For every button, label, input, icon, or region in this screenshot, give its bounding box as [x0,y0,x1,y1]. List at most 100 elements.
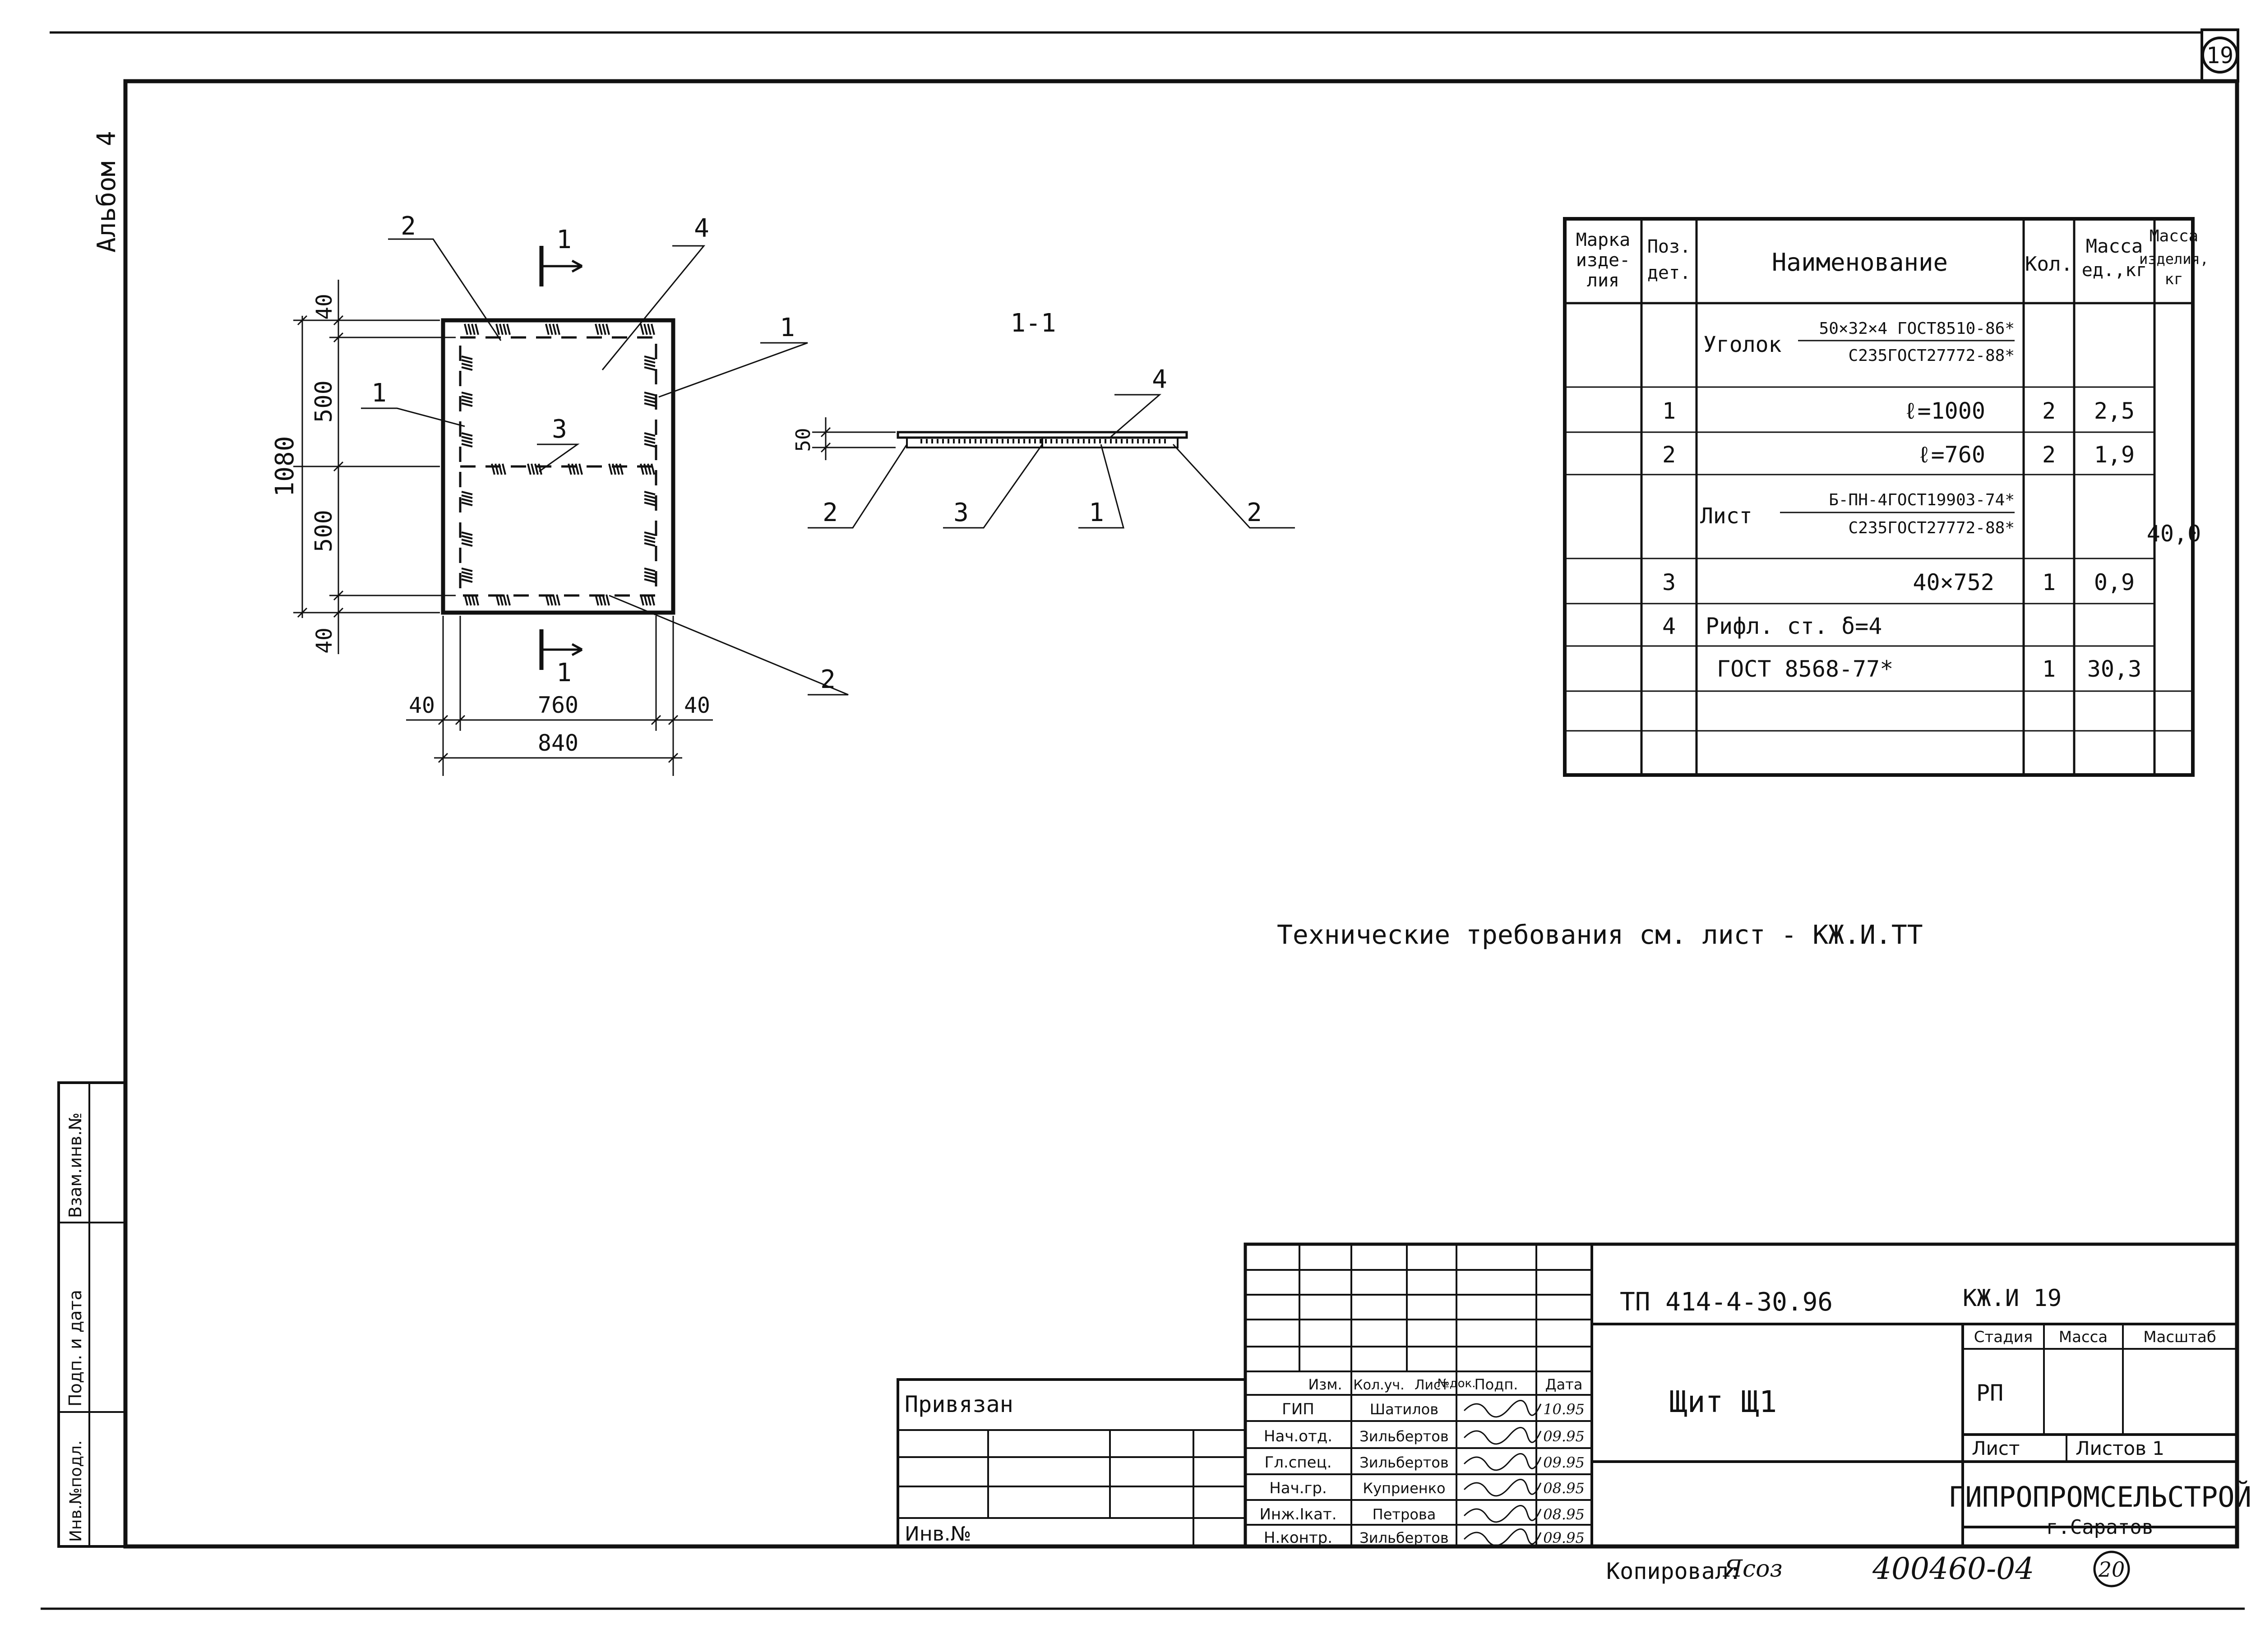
r4-prefix: Лист [1700,503,1752,529]
col-kolich: Кол.уч. [1353,1377,1404,1393]
hdr-pos-1: Поз. [1647,236,1691,257]
sec-callout-4: 4 [1152,365,1167,394]
sec-callout-2-left: 2 [823,498,838,527]
dim-40-right: 40 [684,693,710,718]
callout-1-right: 1 [780,313,795,342]
signer-role: Инж.Iкат. [1259,1505,1336,1523]
sign-date: 09.95 [1543,1529,1585,1546]
inv-label: Инв.№ [905,1523,971,1546]
sign-date: 10.95 [1543,1401,1585,1418]
r1-prefix: Уголок [1703,332,1781,357]
col-izm: Изм. [1308,1376,1342,1393]
sheets-label: Листов 1 [2076,1437,2164,1459]
hdr-item-mass-1: Масса [2150,227,2198,245]
bottom-sheet-number: 20 [2098,1557,2125,1582]
signer-name: Зильбертов [1359,1529,1448,1546]
r7-qty: 1 [2042,656,2056,682]
dim-500-top: 500 [310,380,337,423]
signature-scribble [1463,1427,1542,1445]
sheet-label: Лист [1972,1437,2020,1459]
dim-lines-bottom [406,616,713,776]
tech-note: Технические требования см. лист - КЖ.И.Т… [1277,919,1923,950]
section-leaders [808,394,1295,529]
hdr-item-mass-3: кг [2165,270,2183,288]
col-ndok: №док. [1438,1377,1476,1390]
hdr-pos-2: дет. [1647,263,1691,283]
attached-label: Привязан [905,1391,1013,1417]
r2-mass: 2,5 [2094,398,2135,424]
plan-leaders [361,238,849,696]
hdr-unit-mass-1: Масса [2086,235,2143,257]
signer-role: Нач.отд. [1264,1427,1332,1445]
spec-table: Марка изде- лия Поз. дет. Наименование К… [1563,217,2209,777]
dim-1080: 1080 [270,436,300,497]
sheet-number: 19 [2206,42,2233,69]
r4-num: Б-ПН-4ГОСТ19903-74* [1829,491,2015,509]
sign-date: 09.95 [1543,1428,1585,1445]
signature-scribble [1463,1528,1542,1546]
r2-name: ℓ=1000 [1904,398,1985,424]
signer-name: Зильбертов [1359,1428,1448,1445]
sign-date: 08.95 [1543,1506,1585,1523]
r5-name: 40×752 [1913,569,1994,595]
r1-den: С235ГОСТ27772-88* [1849,346,2015,365]
archive-code: 400460-04 [1872,1551,2034,1586]
hidden-angle-frame [459,336,657,597]
r1-num: 50×32×4 ГОСТ8510-86* [1819,319,2015,338]
dim-40-top: 40 [312,294,337,320]
r6-pos: 4 [1662,613,1676,639]
signature-scribble [1463,1400,1542,1418]
hdr-mark-1: Марка [1576,230,1630,250]
signer-role: Н.контр. [1264,1529,1332,1547]
col-data: Дата [1545,1376,1583,1393]
signer-role: Гл.спец. [1264,1454,1331,1472]
section-label: 1-1 [1010,309,1056,338]
callout-4-top: 4 [694,214,709,243]
hdr-name: Наименование [1772,248,1948,277]
section-cut-marks [539,246,583,670]
stamp-sign-date: Подп. и дата [65,1290,85,1407]
cut-mark-bottom: 1 [556,658,572,688]
signer-role: Нач.гр. [1269,1479,1327,1497]
r5-pos: 3 [1662,569,1676,595]
copied-label: Копировал: [1606,1558,1742,1584]
sign-date: 09.95 [1543,1454,1585,1471]
dim-840: 840 [538,730,578,756]
org-city: г.Саратов [2046,1516,2154,1539]
plan-view: 1080 40 500 500 40 40 760 40 840 [270,212,849,776]
stamp-replaced-inv: Взам.инв.№ [65,1112,85,1218]
r3-pos: 2 [1662,442,1676,468]
sec-callout-1: 1 [1089,498,1104,527]
callout-2-bottom: 2 [820,665,836,694]
signer-name: Куприенко [1363,1480,1445,1497]
attached-stamp: Привязан Инв.№ [897,1378,1247,1548]
stage-value: РП [1976,1380,2003,1406]
r3-mass: 1,9 [2094,442,2135,468]
signature-scribble [1463,1505,1542,1523]
r3-qty: 2 [2042,442,2056,468]
sheet-code: КЖ.И 19 [1963,1285,2062,1312]
signer-name: Шатилов [1370,1401,1438,1418]
signer-name: Петрова [1373,1506,1436,1523]
hdr-unit-mass-2: ед.,кг [2082,260,2147,281]
callout-3: 3 [552,415,567,444]
r4-den: С235ГОСТ27772-88* [1849,519,2015,537]
dim-500-bottom: 500 [310,510,337,552]
callout-1-left: 1 [371,378,387,408]
r5-mass: 0,9 [2094,569,2135,595]
signer-name: Зильбертов [1359,1454,1448,1471]
dim-40-bottom: 40 [312,628,337,654]
hdr-qty: Кол. [2025,253,2073,276]
r5-qty: 1 [2042,569,2056,595]
signature-scribble [1463,1479,1542,1497]
doc-code: ТП 414-4-30.96 [1620,1287,1833,1317]
section-view: 1-1 50 4 2 3 1 2 [792,309,1295,529]
r3-name: ℓ=760 [1918,442,1985,468]
dim-40-left: 40 [409,693,435,718]
weld-marks [461,323,656,606]
r2-pos: 1 [1662,398,1676,424]
dim-lines-left [293,280,456,654]
